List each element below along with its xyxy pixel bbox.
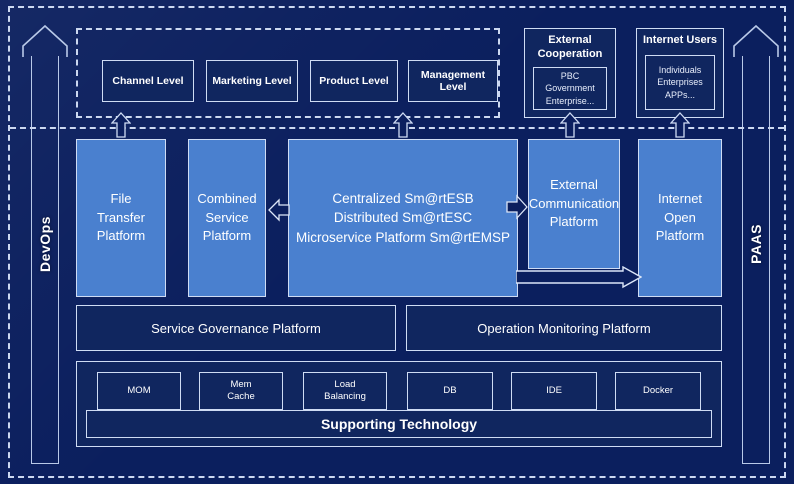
platform-internet-open-label: Internet Open Platform xyxy=(656,190,704,247)
external-cooperation-title: External Cooperation xyxy=(525,34,615,62)
tier-box-marketing-level[interactable]: Marketing Level xyxy=(206,60,298,102)
service-governance-platform[interactable]: Service Governance Platform xyxy=(76,305,396,351)
external-cooperation-title-line2: Cooperation xyxy=(537,47,603,60)
paas-arrow-shaft xyxy=(742,56,770,464)
label-line-2: Balancing xyxy=(324,391,366,402)
arrow-up-icon xyxy=(669,112,691,138)
paas-arrow: PAAS xyxy=(733,24,779,464)
arrow-up-icon xyxy=(110,112,132,138)
operation-monitoring-platform[interactable]: Operation Monitoring Platform xyxy=(406,305,722,351)
platform-external-communication[interactable]: External Communication Platform xyxy=(528,139,620,269)
label-line-1: Centralized Sm@rtESB xyxy=(332,190,474,206)
label-line-1: IDE xyxy=(546,385,562,397)
tech-box-docker[interactable]: Docker xyxy=(615,372,701,410)
label-line-2: Communication xyxy=(528,195,620,211)
arrow-up-icon xyxy=(559,112,581,138)
platform-external-communication-label: External Communication Platform xyxy=(529,176,619,233)
platform-esb-label: Centralized Sm@rtESB Distributed Sm@rtES… xyxy=(296,189,510,248)
tier-separator-dashed-line xyxy=(10,127,784,129)
label-line-1: Mem xyxy=(230,379,252,391)
platform-esb-esc-emsp[interactable]: Centralized Sm@rtESB Distributed Sm@rtES… xyxy=(288,139,518,297)
arrow-right-long-icon xyxy=(515,265,643,297)
tech-box-load-balancing[interactable]: Load Balancing xyxy=(303,372,387,410)
label-line-1: External xyxy=(550,176,598,192)
label-line-1: DB xyxy=(443,385,457,397)
external-cooperation-members: PBC Government Enterprise... xyxy=(533,67,607,110)
label-line-2: Service xyxy=(205,209,249,225)
platform-internet-open[interactable]: Internet Open Platform xyxy=(638,139,722,297)
label-line-1: MOM xyxy=(127,385,151,397)
label-line-3: Platform xyxy=(655,228,705,244)
label-line-3: Platform xyxy=(96,228,146,244)
external-cooperation-group[interactable]: External Cooperation PBC Government Ente… xyxy=(524,28,616,118)
label-line-1: Combined xyxy=(197,190,257,206)
arrow-right-icon xyxy=(506,192,528,227)
devops-arrow: DevOps xyxy=(22,24,68,464)
external-cooperation-title-line1: External xyxy=(548,34,592,46)
platform-file-transfer[interactable]: File Transfer Platform xyxy=(76,139,166,297)
supporting-technology-frame: MOM Mem Cache Load Balancing DB IDE xyxy=(76,361,722,447)
label-line-2: Distributed Sm@rtESC xyxy=(333,210,473,226)
label-line-3: Microservice Platform Sm@rtEMSP xyxy=(296,229,510,245)
tech-box-docker-label: Docker xyxy=(643,385,673,397)
label-line-2: Cache xyxy=(227,391,255,402)
label-line-3: Platform xyxy=(549,214,599,230)
business-tier-group: Channel Level Marketing Level Product Le… xyxy=(76,28,500,118)
tier-box-management-level[interactable]: Management Level xyxy=(408,60,498,102)
devops-label: DevOps xyxy=(37,216,53,272)
internet-users-members: Individuals Enterprises APPs... xyxy=(645,55,715,110)
tech-box-mem-cache[interactable]: Mem Cache xyxy=(199,372,283,410)
paas-label: PAAS xyxy=(748,224,764,264)
label-line-2: Open xyxy=(664,209,696,225)
outer-dashed-frame xyxy=(8,6,786,478)
tech-box-load-balancing-label: Load Balancing xyxy=(324,379,366,403)
devops-arrow-shaft xyxy=(31,56,59,464)
arrow-left-icon xyxy=(268,196,290,229)
tech-box-mom-label: MOM xyxy=(127,385,150,397)
tech-box-mem-cache-label: Mem Cache xyxy=(227,379,254,403)
tier-box-product-level[interactable]: Product Level xyxy=(310,60,398,102)
tier-box-channel-level[interactable]: Channel Level xyxy=(102,60,194,102)
platform-combined-service[interactable]: Combined Service Platform xyxy=(188,139,266,297)
label-line-1: File xyxy=(110,190,132,206)
label-line-1: Docker xyxy=(642,385,674,397)
label-line-2: Transfer xyxy=(97,209,145,225)
supporting-technology-bar: Supporting Technology xyxy=(86,410,712,438)
up-arrow-icon xyxy=(733,24,779,58)
up-arrow-icon xyxy=(22,24,68,58)
tech-box-ide[interactable]: IDE xyxy=(511,372,597,410)
tech-box-db[interactable]: DB xyxy=(407,372,493,410)
label-line-3: Platform xyxy=(202,228,252,244)
tech-box-ide-label: IDE xyxy=(546,385,562,397)
tech-box-mom[interactable]: MOM xyxy=(97,372,181,410)
label-line-1: Load xyxy=(334,379,356,391)
tech-box-db-label: DB xyxy=(443,385,456,397)
platform-combined-service-label: Combined Service Platform xyxy=(197,190,256,247)
internet-users-group[interactable]: Internet Users Individuals Enterprises A… xyxy=(636,28,724,118)
platform-file-transfer-label: File Transfer Platform xyxy=(97,190,145,247)
label-line-1: Internet xyxy=(657,190,703,206)
internet-users-title: Internet Users xyxy=(643,34,717,46)
arrow-up-icon xyxy=(392,112,414,138)
